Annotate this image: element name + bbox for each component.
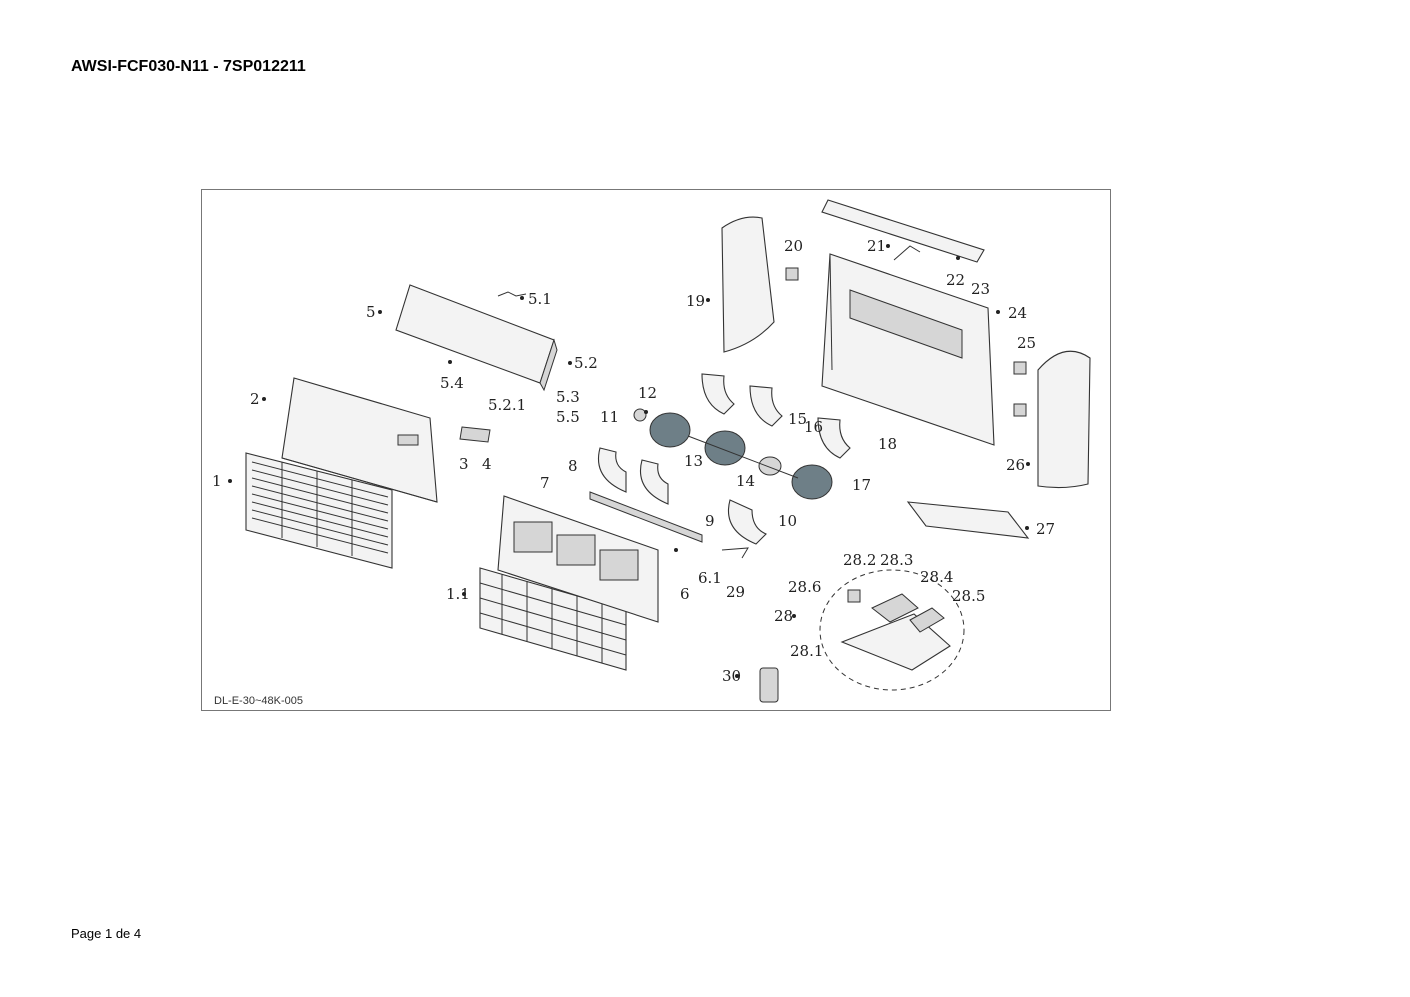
part-remote-control bbox=[759, 667, 779, 703]
page-footer: Page 1 de 4 bbox=[71, 926, 142, 941]
part-top-strip bbox=[821, 199, 985, 263]
callout-30: 30 bbox=[722, 667, 741, 685]
callout-27: 27 bbox=[1036, 520, 1055, 538]
callout-23: 23 bbox=[971, 280, 990, 298]
callout-2: 2 bbox=[250, 390, 260, 408]
callout-3: 3 bbox=[459, 455, 469, 473]
callout-28-2: 28.2 bbox=[843, 551, 876, 569]
callout-22: 22 bbox=[946, 271, 965, 289]
callout-12: 12 bbox=[638, 384, 657, 402]
callout-28-3: 28.3 bbox=[880, 551, 913, 569]
callout-1: 1 bbox=[212, 472, 222, 490]
callout-25: 25 bbox=[1017, 334, 1036, 352]
callout-5-2: 5.2 bbox=[574, 354, 598, 372]
callout-24: 24 bbox=[1008, 304, 1027, 322]
callout-8: 8 bbox=[568, 457, 578, 475]
callout-5-3: 5.3 bbox=[556, 388, 580, 406]
leader-dots bbox=[228, 244, 1030, 678]
part-blower-wheels bbox=[633, 408, 833, 500]
part-front-grille bbox=[245, 452, 393, 569]
callout-20: 20 bbox=[784, 237, 803, 255]
callout-28-4: 28.4 bbox=[920, 568, 953, 586]
callout-7: 7 bbox=[540, 474, 550, 492]
part-bracket bbox=[785, 267, 799, 281]
part-scroll-housings bbox=[598, 373, 851, 545]
callout-19: 19 bbox=[686, 292, 705, 310]
callout-28-6: 28.6 bbox=[788, 578, 821, 596]
part-right-side-panel bbox=[1037, 350, 1091, 489]
part-left-side-panel bbox=[721, 216, 775, 353]
callout-6: 6 bbox=[680, 585, 690, 603]
callout-9: 9 bbox=[705, 512, 715, 530]
part-clips bbox=[1013, 361, 1027, 417]
part-back-chassis bbox=[821, 253, 995, 446]
part-top-cover bbox=[395, 284, 558, 392]
document-title: AWSI-FCF030-N11 - 7SP012211 bbox=[71, 58, 306, 75]
callout-13: 13 bbox=[684, 452, 703, 470]
callout-4: 4 bbox=[482, 455, 492, 473]
callout-11: 11 bbox=[600, 408, 619, 426]
callout-26: 26 bbox=[1006, 456, 1025, 474]
callout-5-4: 5.4 bbox=[440, 374, 464, 392]
part-front-panel bbox=[281, 377, 438, 503]
part-louvre-strip bbox=[589, 491, 703, 543]
callout-28: 28 bbox=[774, 607, 793, 625]
callout-1-1: 1.1 bbox=[446, 585, 470, 603]
callout-6-1: 6.1 bbox=[698, 569, 722, 587]
callout-5-2-1: 5.2.1 bbox=[488, 396, 526, 414]
callout-5-1: 5.1 bbox=[528, 290, 552, 308]
callout-5: 5 bbox=[366, 303, 376, 321]
callout-labels: 1 1.1 2 3 4 5 5.1 5.2 5.2.1 5.3 5.4 5.5 … bbox=[212, 237, 1055, 685]
callout-5-5: 5.5 bbox=[556, 408, 580, 426]
callout-15: 15 bbox=[788, 410, 807, 428]
part-switch bbox=[459, 426, 491, 443]
callout-28-5: 28.5 bbox=[952, 587, 985, 605]
callout-17: 17 bbox=[852, 476, 871, 494]
part-sensor-clip bbox=[721, 547, 749, 559]
part-front-frame bbox=[497, 495, 659, 623]
part-electric-box bbox=[819, 569, 965, 691]
callout-16: 16 bbox=[804, 418, 823, 436]
callout-28-1: 28.1 bbox=[790, 642, 823, 660]
callout-21: 21 bbox=[867, 237, 886, 255]
callout-18: 18 bbox=[878, 435, 897, 453]
drawing-code: DL-E-30~48K-005 bbox=[214, 695, 303, 707]
exploded-parts-diagram: 1 1.1 2 3 4 5 5.1 5.2 5.2.1 5.3 5.4 5.5 … bbox=[201, 189, 1111, 711]
exploded-view-drawing: 1 1.1 2 3 4 5 5.1 5.2 5.2.1 5.3 5.4 5.5 … bbox=[212, 199, 1091, 703]
part-drain-pan bbox=[906, 501, 1030, 539]
callout-29: 29 bbox=[726, 583, 745, 601]
callout-10: 10 bbox=[778, 512, 797, 530]
callout-14: 14 bbox=[736, 472, 755, 490]
